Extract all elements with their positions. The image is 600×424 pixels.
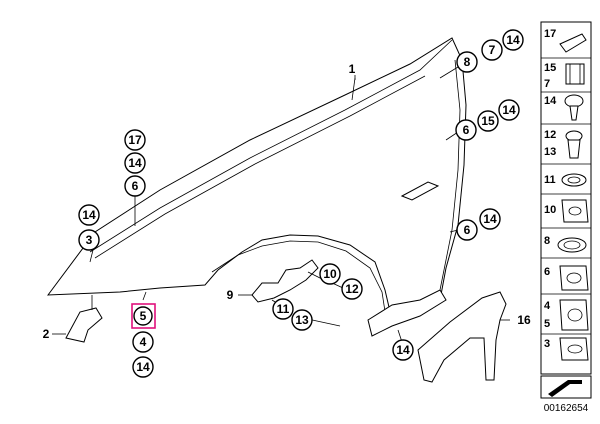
image-number: 00162654 bbox=[544, 403, 589, 414]
panel-row-6[interactable]: 6 bbox=[544, 265, 589, 291]
svg-text:11: 11 bbox=[277, 302, 290, 316]
callout-17[interactable]: 17 bbox=[124, 129, 146, 151]
lower-trim bbox=[367, 289, 447, 337]
svg-text:3: 3 bbox=[544, 338, 550, 350]
svg-text:7: 7 bbox=[544, 78, 550, 90]
svg-text:12: 12 bbox=[544, 129, 556, 141]
label-part-16: 16 bbox=[517, 313, 531, 327]
callout-14-far-left[interactable]: 14 bbox=[78, 204, 100, 226]
callout-14-left[interactable]: 14 bbox=[124, 152, 146, 174]
svg-text:14: 14 bbox=[483, 212, 497, 226]
front-fender bbox=[46, 37, 467, 321]
callout-7[interactable]: 7 bbox=[481, 39, 503, 61]
svg-text:10: 10 bbox=[323, 267, 337, 281]
svg-text:14: 14 bbox=[544, 95, 557, 107]
label-part-2: 2 bbox=[43, 327, 50, 341]
svg-text:8: 8 bbox=[464, 55, 471, 69]
svg-text:6: 6 bbox=[544, 266, 550, 278]
callout-14-top[interactable]: 14 bbox=[502, 29, 524, 51]
callout-3[interactable]: 3 bbox=[78, 229, 100, 251]
callout-12[interactable]: 12 bbox=[341, 278, 363, 300]
label-part-9: 9 bbox=[227, 288, 234, 302]
parts-panel: 17 15 7 14 12 13 11 10 bbox=[540, 21, 592, 375]
svg-text:7: 7 bbox=[489, 43, 496, 57]
callout-6-left[interactable]: 6 bbox=[124, 175, 146, 197]
callout-6-upper[interactable]: 6 bbox=[455, 119, 477, 141]
svg-text:6: 6 bbox=[463, 123, 470, 137]
highlight-box bbox=[131, 303, 156, 329]
svg-text:13: 13 bbox=[544, 146, 556, 158]
bracket-part-16 bbox=[417, 291, 507, 383]
panel-row-17[interactable]: 17 bbox=[544, 28, 587, 53]
panel-row-4-5[interactable]: 4 5 bbox=[544, 299, 589, 331]
callout-10[interactable]: 10 bbox=[319, 263, 341, 285]
callout-15[interactable]: 15 bbox=[477, 110, 499, 132]
svg-text:3: 3 bbox=[86, 233, 93, 247]
svg-text:15: 15 bbox=[481, 114, 495, 128]
callout-8[interactable]: 8 bbox=[456, 51, 478, 73]
svg-text:15: 15 bbox=[544, 62, 556, 74]
svg-text:6: 6 bbox=[464, 223, 471, 237]
svg-text:5: 5 bbox=[140, 309, 147, 323]
label-part-1: 1 bbox=[349, 62, 356, 76]
callout-11[interactable]: 11 bbox=[272, 298, 294, 320]
svg-text:14: 14 bbox=[128, 156, 142, 170]
svg-text:17: 17 bbox=[544, 28, 556, 40]
panel-row-12-13[interactable]: 12 13 bbox=[544, 129, 583, 159]
svg-text:6: 6 bbox=[132, 179, 139, 193]
bracket-part-9 bbox=[251, 259, 319, 303]
panel-row-14[interactable]: 14 bbox=[544, 94, 584, 121]
svg-text:14: 14 bbox=[82, 208, 96, 222]
svg-text:13: 13 bbox=[295, 313, 309, 327]
callout-4[interactable]: 4 bbox=[132, 331, 154, 353]
callout-6-mid[interactable]: 6 bbox=[456, 219, 478, 241]
panel-row-10[interactable]: 10 bbox=[544, 199, 589, 223]
bracket-part-2 bbox=[65, 295, 103, 343]
svg-text:14: 14 bbox=[502, 103, 516, 117]
svg-text:11: 11 bbox=[544, 174, 556, 186]
svg-text:10: 10 bbox=[544, 204, 556, 216]
svg-text:17: 17 bbox=[128, 133, 142, 147]
arrow-icon bbox=[540, 375, 592, 399]
svg-text:8: 8 bbox=[544, 235, 550, 247]
svg-text:14: 14 bbox=[396, 343, 410, 357]
callout-14-mid[interactable]: 14 bbox=[479, 208, 501, 230]
plain-labels: 1 2 9 16 bbox=[43, 62, 531, 341]
callout-5-highlighted[interactable]: 5 bbox=[133, 306, 153, 326]
callout-14-upper[interactable]: 14 bbox=[498, 99, 520, 121]
callout-14-bottom[interactable]: 14 bbox=[392, 339, 414, 361]
panel-row-3[interactable]: 3 bbox=[544, 337, 589, 361]
panel-row-15-7[interactable]: 15 7 bbox=[544, 62, 585, 90]
svg-text:5: 5 bbox=[544, 318, 550, 330]
svg-text:4: 4 bbox=[544, 300, 551, 312]
panel-row-8[interactable]: 8 bbox=[544, 235, 587, 253]
svg-text:14: 14 bbox=[136, 360, 150, 374]
panel-row-11[interactable]: 11 bbox=[544, 173, 587, 187]
svg-text:12: 12 bbox=[345, 282, 359, 296]
callout-14-bottom-left[interactable]: 14 bbox=[132, 356, 154, 378]
svg-text:14: 14 bbox=[506, 33, 520, 47]
svg-text:4: 4 bbox=[140, 335, 147, 349]
callout-13[interactable]: 13 bbox=[291, 309, 313, 331]
